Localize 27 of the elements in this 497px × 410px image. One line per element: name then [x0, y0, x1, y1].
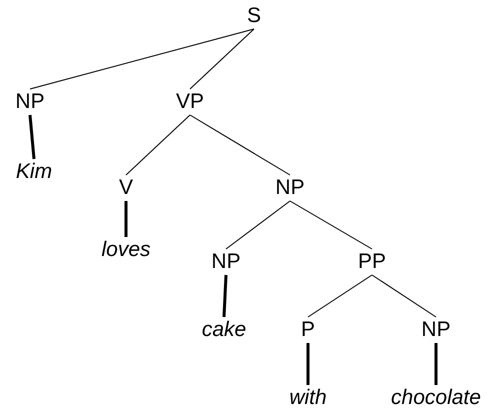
category-label: NP [421, 319, 451, 341]
word-label: Kim [16, 161, 52, 183]
word-label: cake [202, 319, 246, 341]
category-label: PP [358, 251, 386, 273]
category-label: S [247, 5, 261, 27]
tree-branch [372, 274, 436, 318]
tree-branch [308, 274, 372, 318]
category-label: V [119, 177, 133, 199]
tree-branch [190, 28, 254, 90]
word-label: with [289, 387, 327, 409]
word-label: loves [101, 239, 151, 261]
tree-branch [290, 200, 372, 250]
category-label: NP [275, 177, 305, 199]
category-label: NP [15, 91, 45, 113]
tree-branch [226, 200, 290, 250]
tree-branch [30, 28, 254, 90]
word-label: chocolate [391, 387, 481, 409]
category-label: NP [211, 251, 241, 273]
category-label: P [301, 319, 315, 341]
tree-branch [434, 343, 438, 385]
category-label: VP [176, 91, 204, 113]
tree-branch [28, 114, 36, 160]
tree-branch [222, 274, 228, 318]
tree-branch [124, 201, 128, 237]
tree-branch [190, 114, 290, 176]
tree-branch [306, 343, 310, 385]
tree-branch [126, 114, 190, 176]
